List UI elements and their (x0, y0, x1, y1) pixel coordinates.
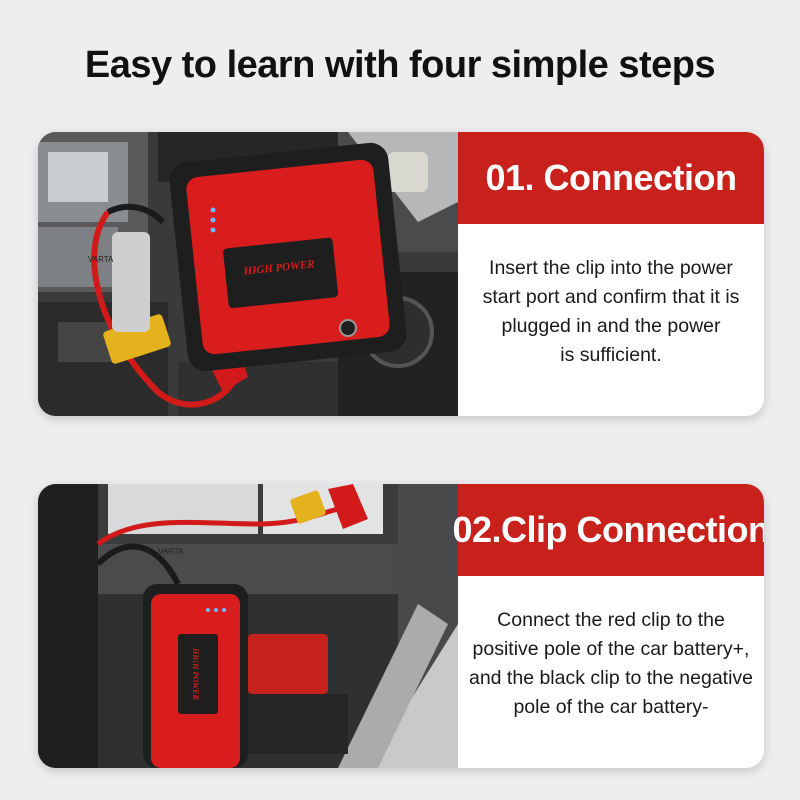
device-brand-text: HIGH POWER (191, 647, 200, 700)
engine-bay-photo: HIGH POWER VARTA (38, 484, 458, 768)
step-panel: 01. Connection Insert the clip into the … (458, 132, 764, 416)
description-line: and the black clip to the negative (468, 667, 754, 689)
battery-label-text: VARTA (158, 547, 184, 556)
description-line: Connect the red clip to the (497, 609, 725, 631)
description-line: plugged in and the power (501, 315, 721, 337)
description-line: positive pole of the car battery+, (472, 638, 750, 660)
step-heading: 02.Clip Connection (452, 484, 764, 576)
description-line: Insert the clip into the power (489, 257, 733, 279)
step-card-connection: HIGH POWER VARTA 01. Connection Insert t… (38, 132, 764, 416)
description-line: is sufficient. (560, 344, 662, 366)
step-heading: 01. Connection (458, 132, 764, 224)
page-title: Easy to learn with four simple steps (84, 44, 716, 86)
battery-label-text: VARTA (88, 255, 114, 264)
step-panel: 02.Clip Connection Connect the red clip … (452, 484, 764, 768)
engine-bay-photo: HIGH POWER VARTA (38, 132, 458, 416)
description-line: start port and confirm that it is (482, 286, 740, 308)
step-description: Insert the clip into the power start por… (468, 254, 754, 370)
step-description: Connect the red clip to the positive pol… (468, 606, 754, 722)
description-line: pole of the car battery- (513, 696, 709, 718)
step-card-clip-connection: HIGH POWER VARTA 02.Clip Connection Conn… (38, 484, 764, 768)
